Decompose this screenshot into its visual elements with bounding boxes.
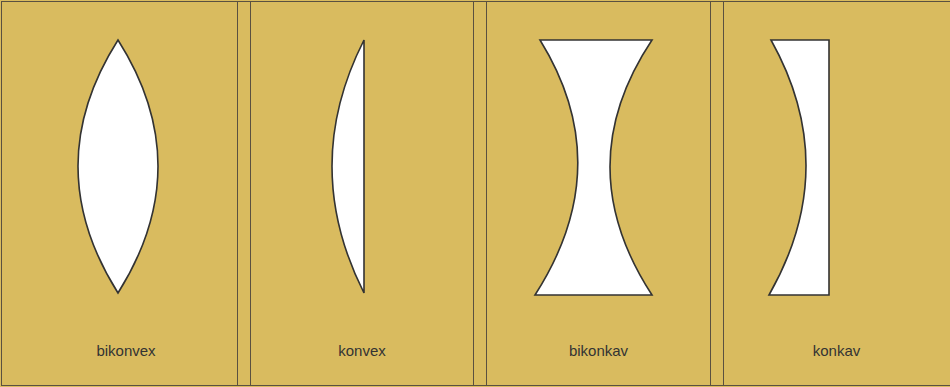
lens-type-label: konvex xyxy=(238,342,486,359)
lens-panel: bikonvex xyxy=(1,1,251,386)
biconcave-lens xyxy=(535,40,652,295)
lens-panel: konkav xyxy=(710,1,950,386)
lens-panel: bikonkav xyxy=(473,1,724,386)
lens-panel: konvex xyxy=(237,1,487,386)
lens-type-label: bikonkav xyxy=(474,342,723,359)
lens-type-label: bikonvex xyxy=(2,342,250,359)
plano-concave-lens xyxy=(769,40,829,295)
lens-type-label: konkav xyxy=(711,342,950,359)
plano-convex-lens xyxy=(332,40,364,293)
biconvex-lens xyxy=(78,40,158,293)
